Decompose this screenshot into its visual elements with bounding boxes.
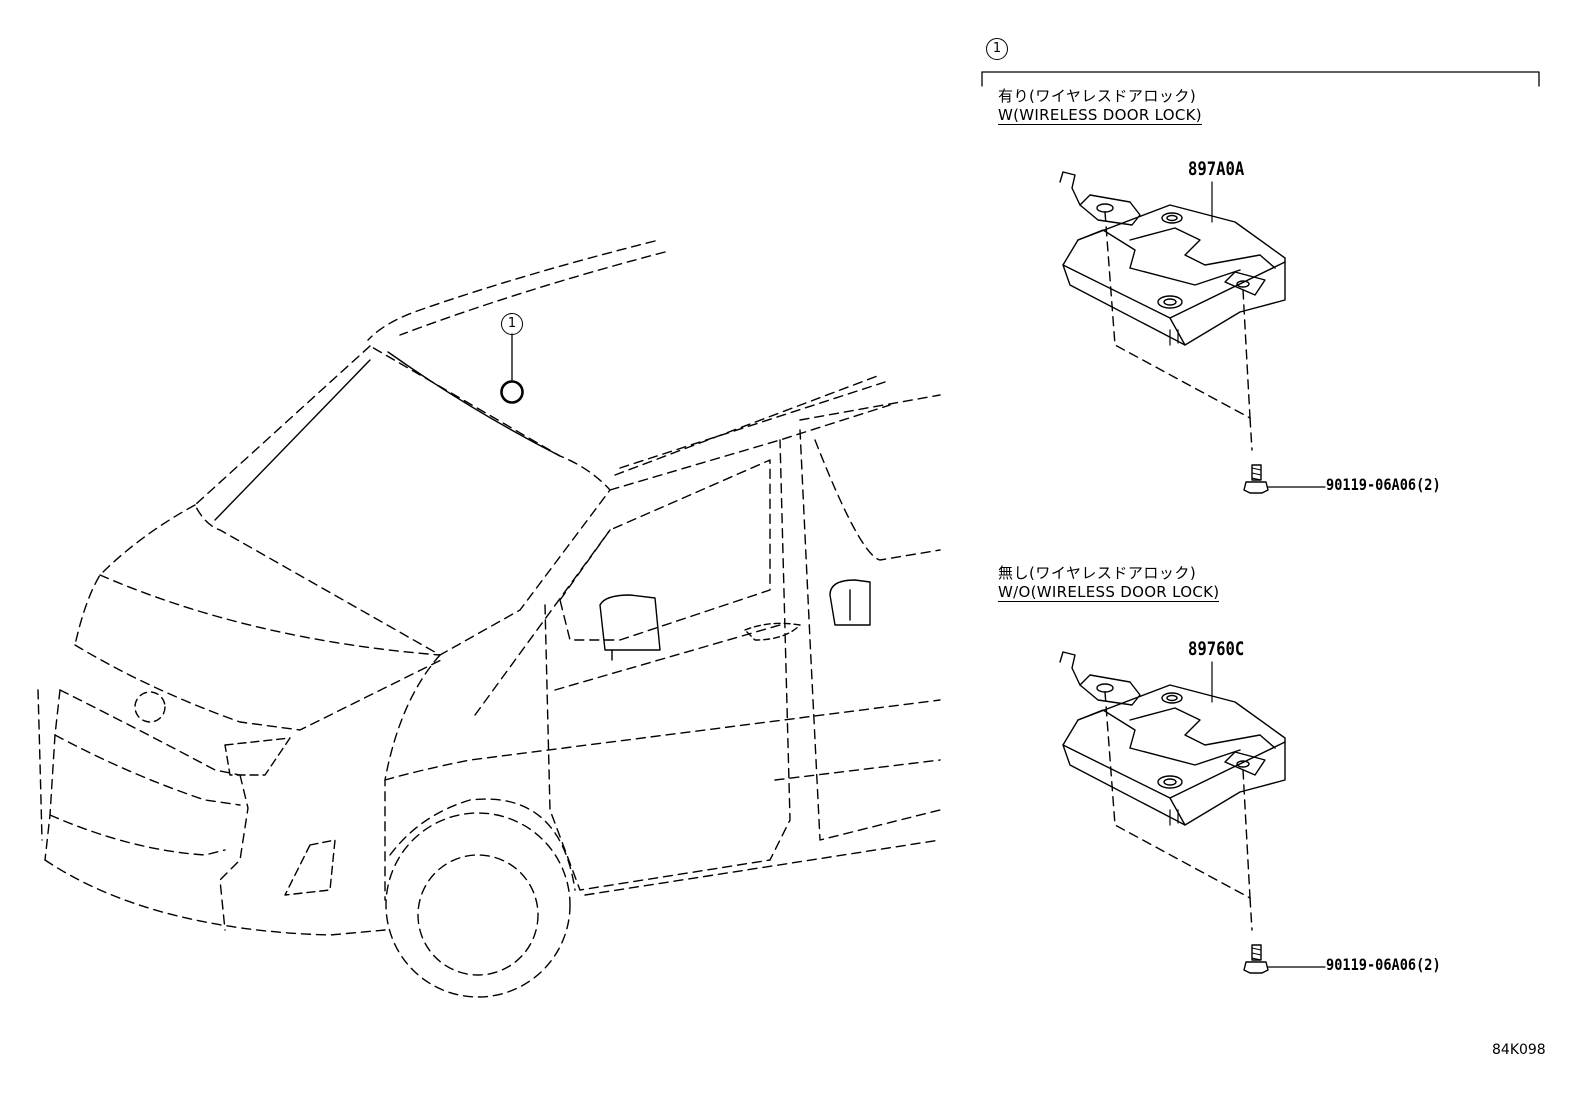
part-number-897a0a[interactable]: 897A0A xyxy=(1188,158,1245,180)
callout-number: 1 xyxy=(992,41,1002,56)
bolt-part-number[interactable]: 90119-06A06(2) xyxy=(1326,475,1441,494)
with-label-en: W(WIRELESS DOOR LOCK) xyxy=(998,106,1202,125)
drawing-reference: 84K098 xyxy=(1492,1042,1546,1058)
flange-bolt-icon xyxy=(1243,464,1326,494)
part-number-89760c[interactable]: 89760C xyxy=(1188,638,1245,660)
without-label-en: W/O(WIRELESS DOOR LOCK) xyxy=(998,583,1220,602)
bolt-part-number[interactable]: 90119-06A06(2) xyxy=(1326,955,1441,974)
location-marker-icon xyxy=(500,380,524,404)
flange-bolt-icon xyxy=(1243,944,1326,974)
receiver-module-icon xyxy=(1059,171,1286,451)
van-body-icon xyxy=(37,240,941,998)
with-label-jp: 有り(ワイヤレスドアロック) xyxy=(998,87,1197,105)
receiver-module-icon xyxy=(1059,651,1286,931)
group-bracket xyxy=(981,71,1540,87)
callout-circle-icon: 1 xyxy=(501,313,523,335)
callout-number: 1 xyxy=(507,316,517,331)
callout-circle-icon: 1 xyxy=(986,38,1008,60)
without-label-jp: 無し(ワイヤレスドアロック) xyxy=(998,564,1197,582)
